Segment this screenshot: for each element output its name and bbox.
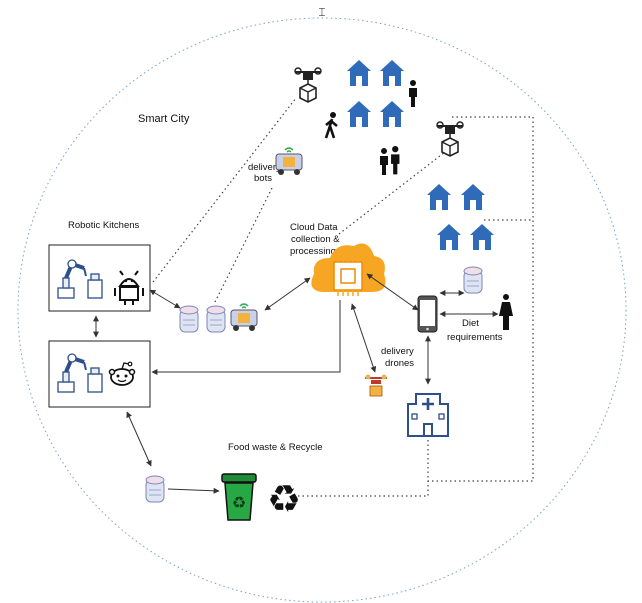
smartphone-icon xyxy=(417,295,438,333)
vacuum-robot-icon xyxy=(463,266,483,294)
diet-label-1: Diet xyxy=(462,318,479,329)
delivery-bot-icon xyxy=(230,303,258,332)
vacuum-robot-icon xyxy=(206,305,226,333)
drone-icon xyxy=(294,67,322,103)
solid-links xyxy=(93,273,499,494)
cloud-label-1: Cloud Data xyxy=(290,222,338,233)
boundary-handle-icon: ⌶ xyxy=(318,5,325,19)
house-icon xyxy=(347,101,371,127)
vacuum-robot-icon xyxy=(179,305,199,333)
walking-person-icon xyxy=(324,112,338,139)
food-waste-label: Food waste & Recycle xyxy=(228,442,323,453)
person-icon xyxy=(409,80,417,107)
delivery-bots-label-2: bots xyxy=(254,173,272,184)
delivery-bots-label-1: delivery xyxy=(248,162,281,173)
house-icon xyxy=(461,184,485,210)
robotic-kitchens-label: Robotic Kitchens xyxy=(68,220,140,231)
svg-text:♻: ♻ xyxy=(232,495,246,512)
diet-label-2: requirements xyxy=(447,332,503,343)
delivery-bot-icon xyxy=(275,147,303,176)
hospital-icon xyxy=(407,393,449,437)
trash-bin-icon: ♻ xyxy=(221,473,257,521)
vacuum-robot-icon xyxy=(145,475,165,503)
delivery-drone-icon xyxy=(365,374,387,397)
house-icon xyxy=(437,224,461,250)
smart-city-label: Smart City xyxy=(138,113,190,125)
dotted-links xyxy=(152,97,534,497)
reddit-icon xyxy=(108,361,136,386)
cloud-label-3: processing xyxy=(290,246,336,257)
recycle-icon: ♻ xyxy=(267,479,301,521)
android-icon xyxy=(114,270,144,305)
person-icon xyxy=(499,294,513,330)
house-icon xyxy=(470,224,494,250)
delivery-drones-label-2: drones xyxy=(385,358,414,369)
delivery-drones-label-1: delivery xyxy=(381,346,414,357)
cloud-label-2: collection & xyxy=(291,234,340,245)
house-icon xyxy=(380,60,404,86)
house-icon xyxy=(347,60,371,86)
house-icon xyxy=(427,184,451,210)
family-icon xyxy=(380,146,400,175)
city-boundary xyxy=(17,17,627,603)
house-icon xyxy=(380,101,404,127)
drone-icon xyxy=(436,121,464,157)
